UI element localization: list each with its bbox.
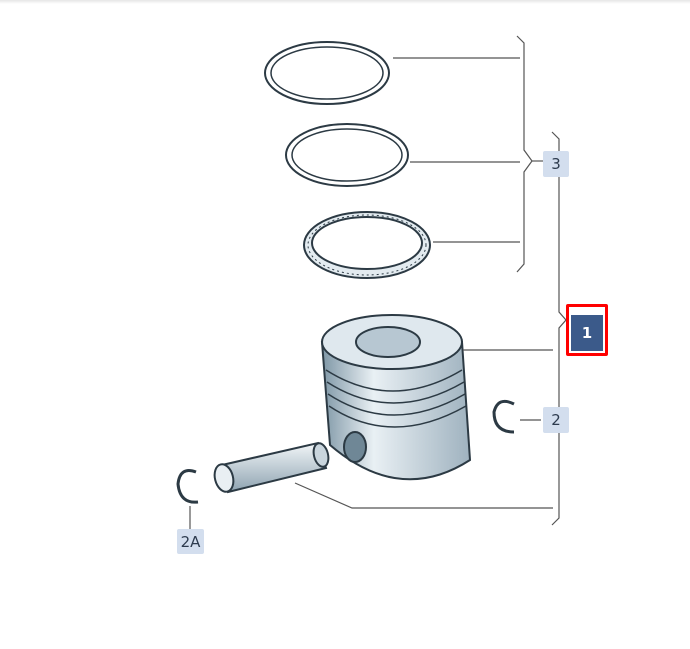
callout-label-1-text: 1 bbox=[571, 315, 603, 351]
callout-label-2[interactable]: 2 bbox=[543, 407, 569, 433]
piston-pin bbox=[213, 441, 330, 494]
callout-label-3[interactable]: 3 bbox=[543, 151, 569, 177]
callout-label-2a[interactable]: 2A bbox=[177, 529, 204, 554]
piston-ring-middle bbox=[285, 123, 409, 187]
circlip-2a bbox=[176, 469, 199, 504]
piston-ring-oil bbox=[303, 211, 431, 279]
circlip-2 bbox=[492, 399, 515, 434]
piston-ring-top bbox=[264, 41, 390, 105]
piston bbox=[320, 314, 472, 481]
callout-label-1-selected[interactable]: 1 bbox=[566, 304, 608, 356]
top-border bbox=[0, 0, 690, 4]
